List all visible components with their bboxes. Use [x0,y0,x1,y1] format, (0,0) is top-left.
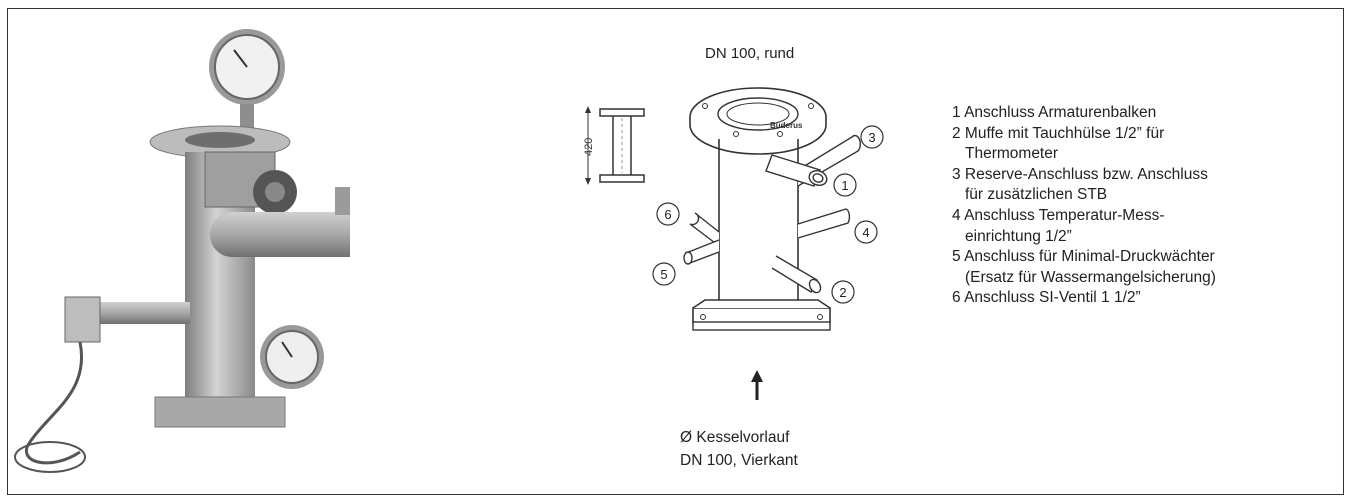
legend-item-text-cont: Thermometer [965,145,1059,163]
legend-item-text: 1 Anschluss Armaturenbalken [952,104,1157,121]
technical-drawing: 420 Buderus [583,87,884,400]
legend-item: 5 Anschluss für Minimal-Druckwächter (Er… [952,247,1216,288]
callout-2-circle [831,280,855,304]
legend-item: 3 Reserve-Anschluss bzw. Anschluss für z… [952,165,1216,206]
legend-item: 2 Muffe mit Tauchhülse 1/2” für Thermome… [952,124,1216,165]
callout-6-circle [656,202,680,226]
callout-6: 6 [664,207,671,222]
callout-1: 1 [841,178,848,193]
callout-5: 5 [660,267,667,282]
callout-2: 2 [839,285,846,300]
top-flange-label: DN 100, rund [705,45,795,62]
dimension-sketch: 420 [583,106,645,185]
callout-4: 4 [862,225,869,240]
legend-item-text-cont: (Ersatz für Wassermangelsicherung) [965,268,1216,286]
legend-item-text: 4 Anschluss Temperatur-Mess- [952,206,1165,224]
callout-3: 3 [868,130,875,145]
brand-marking: Buderus [770,121,803,130]
legend-item: 6 Anschluss SI-Ventil 1 1/2” [952,288,1216,309]
callout-3-circle [860,125,884,149]
connection-legend: 1 Anschluss Armaturenbalken 2 Muffe mit … [952,103,1216,309]
product-photo [14,29,350,473]
inlet-label-line2: DN 100, Vierkant [680,452,798,469]
callout-4-circle [854,220,878,244]
legend-item: 1 Anschluss Armaturenbalken [952,103,1216,124]
dimension-label: 420 [583,138,595,156]
inlet-label-line1: Ø Kesselvorlauf [680,429,790,446]
legend-item-text: 6 Anschluss SI-Ventil 1 1/2” [952,289,1141,307]
callout-5-circle [652,262,676,286]
legend-item-text: 3 Reserve-Anschluss bzw. Anschluss [952,165,1208,183]
legend-item-text-cont: für zusätzlichen STB [965,186,1108,204]
inlet-label: Ø Kesselvorlauf DN 100, Vierkant [680,426,798,472]
legend-item-text: 2 Muffe mit Tauchhülse 1/2” für [952,124,1165,142]
callout-1-circle [833,173,857,197]
figure-frame [7,8,1344,495]
legend-item-text-cont: einrichtung 1/2” [965,227,1072,245]
legend-item: 4 Anschluss Temperatur-Mess- einrichtung… [952,206,1216,247]
legend-item-text: 5 Anschluss für Minimal-Druckwächter [952,248,1215,266]
inlet-arrow-icon [751,370,763,382]
